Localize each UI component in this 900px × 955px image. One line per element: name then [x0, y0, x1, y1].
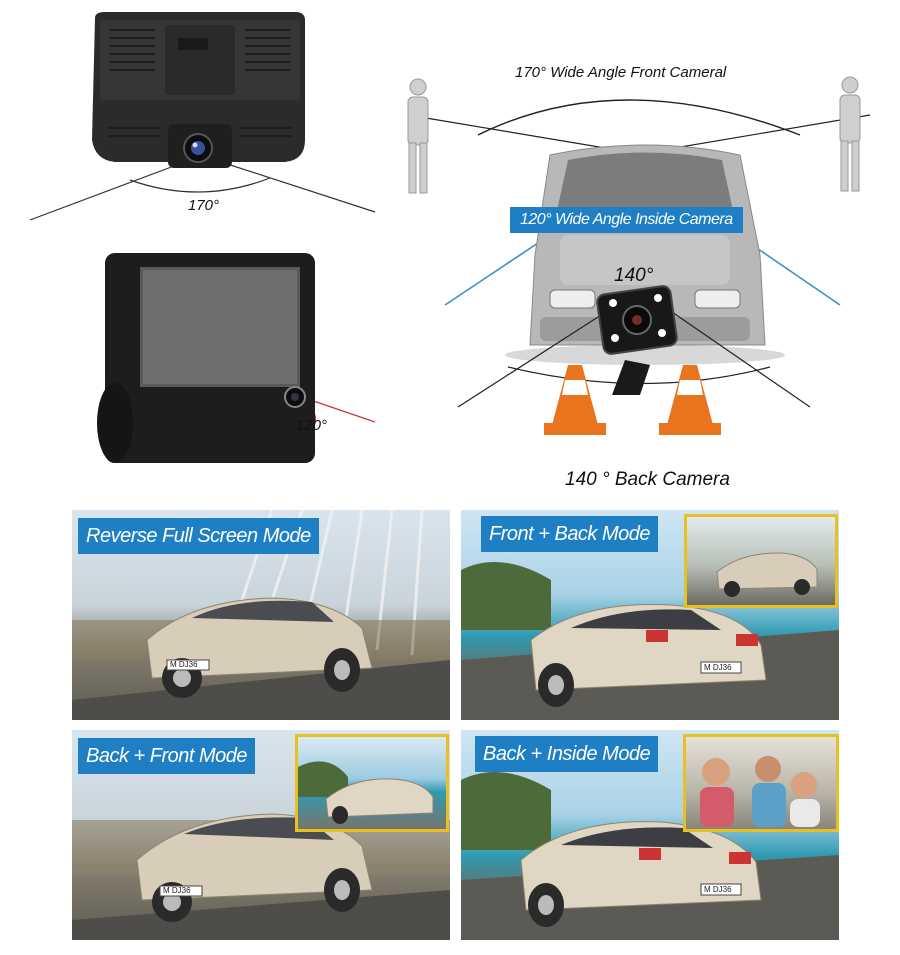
plate-text: M DJ36 — [704, 885, 732, 894]
inside-camera-badge: 120° Wide Angle Inside Camera — [510, 207, 743, 233]
camera-angle-diagram: 170° Wide Angle Front Cameral 120° Wide … — [400, 55, 890, 505]
plate-text: M DJ36 — [704, 663, 732, 672]
mode-label-back-inside: Back + Inside Mode — [475, 736, 659, 772]
mode-panel-front-back: M DJ36 Front + Back Mode — [461, 510, 839, 720]
pip-inset-back — [295, 734, 449, 832]
mode-panel-back-inside: M DJ36 Back + Inside Mode — [461, 730, 839, 940]
mode-panel-reverse-full-screen: M DJ36 Reverse Full Screen Mode — [72, 510, 450, 720]
dashcam-screen-view: 120° — [80, 245, 400, 475]
mode-label-reverse-full-screen: Reverse Full Screen Mode — [78, 518, 319, 554]
pip-inset-inside — [683, 734, 839, 832]
dashcam-front-view: 170° — [0, 0, 400, 240]
mode-panel-back-front: M DJ36 Back + Front Mode — [72, 730, 450, 940]
back-camera-label: 140 ° Back Camera — [565, 469, 730, 490]
front-angle-label: 170° — [188, 197, 220, 214]
inside-angle-label: 120° — [296, 417, 328, 434]
plate-text: M DJ36 — [170, 660, 198, 669]
plate-text: M DJ36 — [163, 886, 191, 895]
back-angle-label: 140° — [614, 265, 654, 286]
pip-inset-front — [684, 514, 838, 608]
mode-label-front-back: Front + Back Mode — [481, 516, 659, 552]
mode-label-back-front: Back + Front Mode — [78, 738, 256, 774]
front-camera-label: 170° Wide Angle Front Cameral — [515, 64, 727, 81]
